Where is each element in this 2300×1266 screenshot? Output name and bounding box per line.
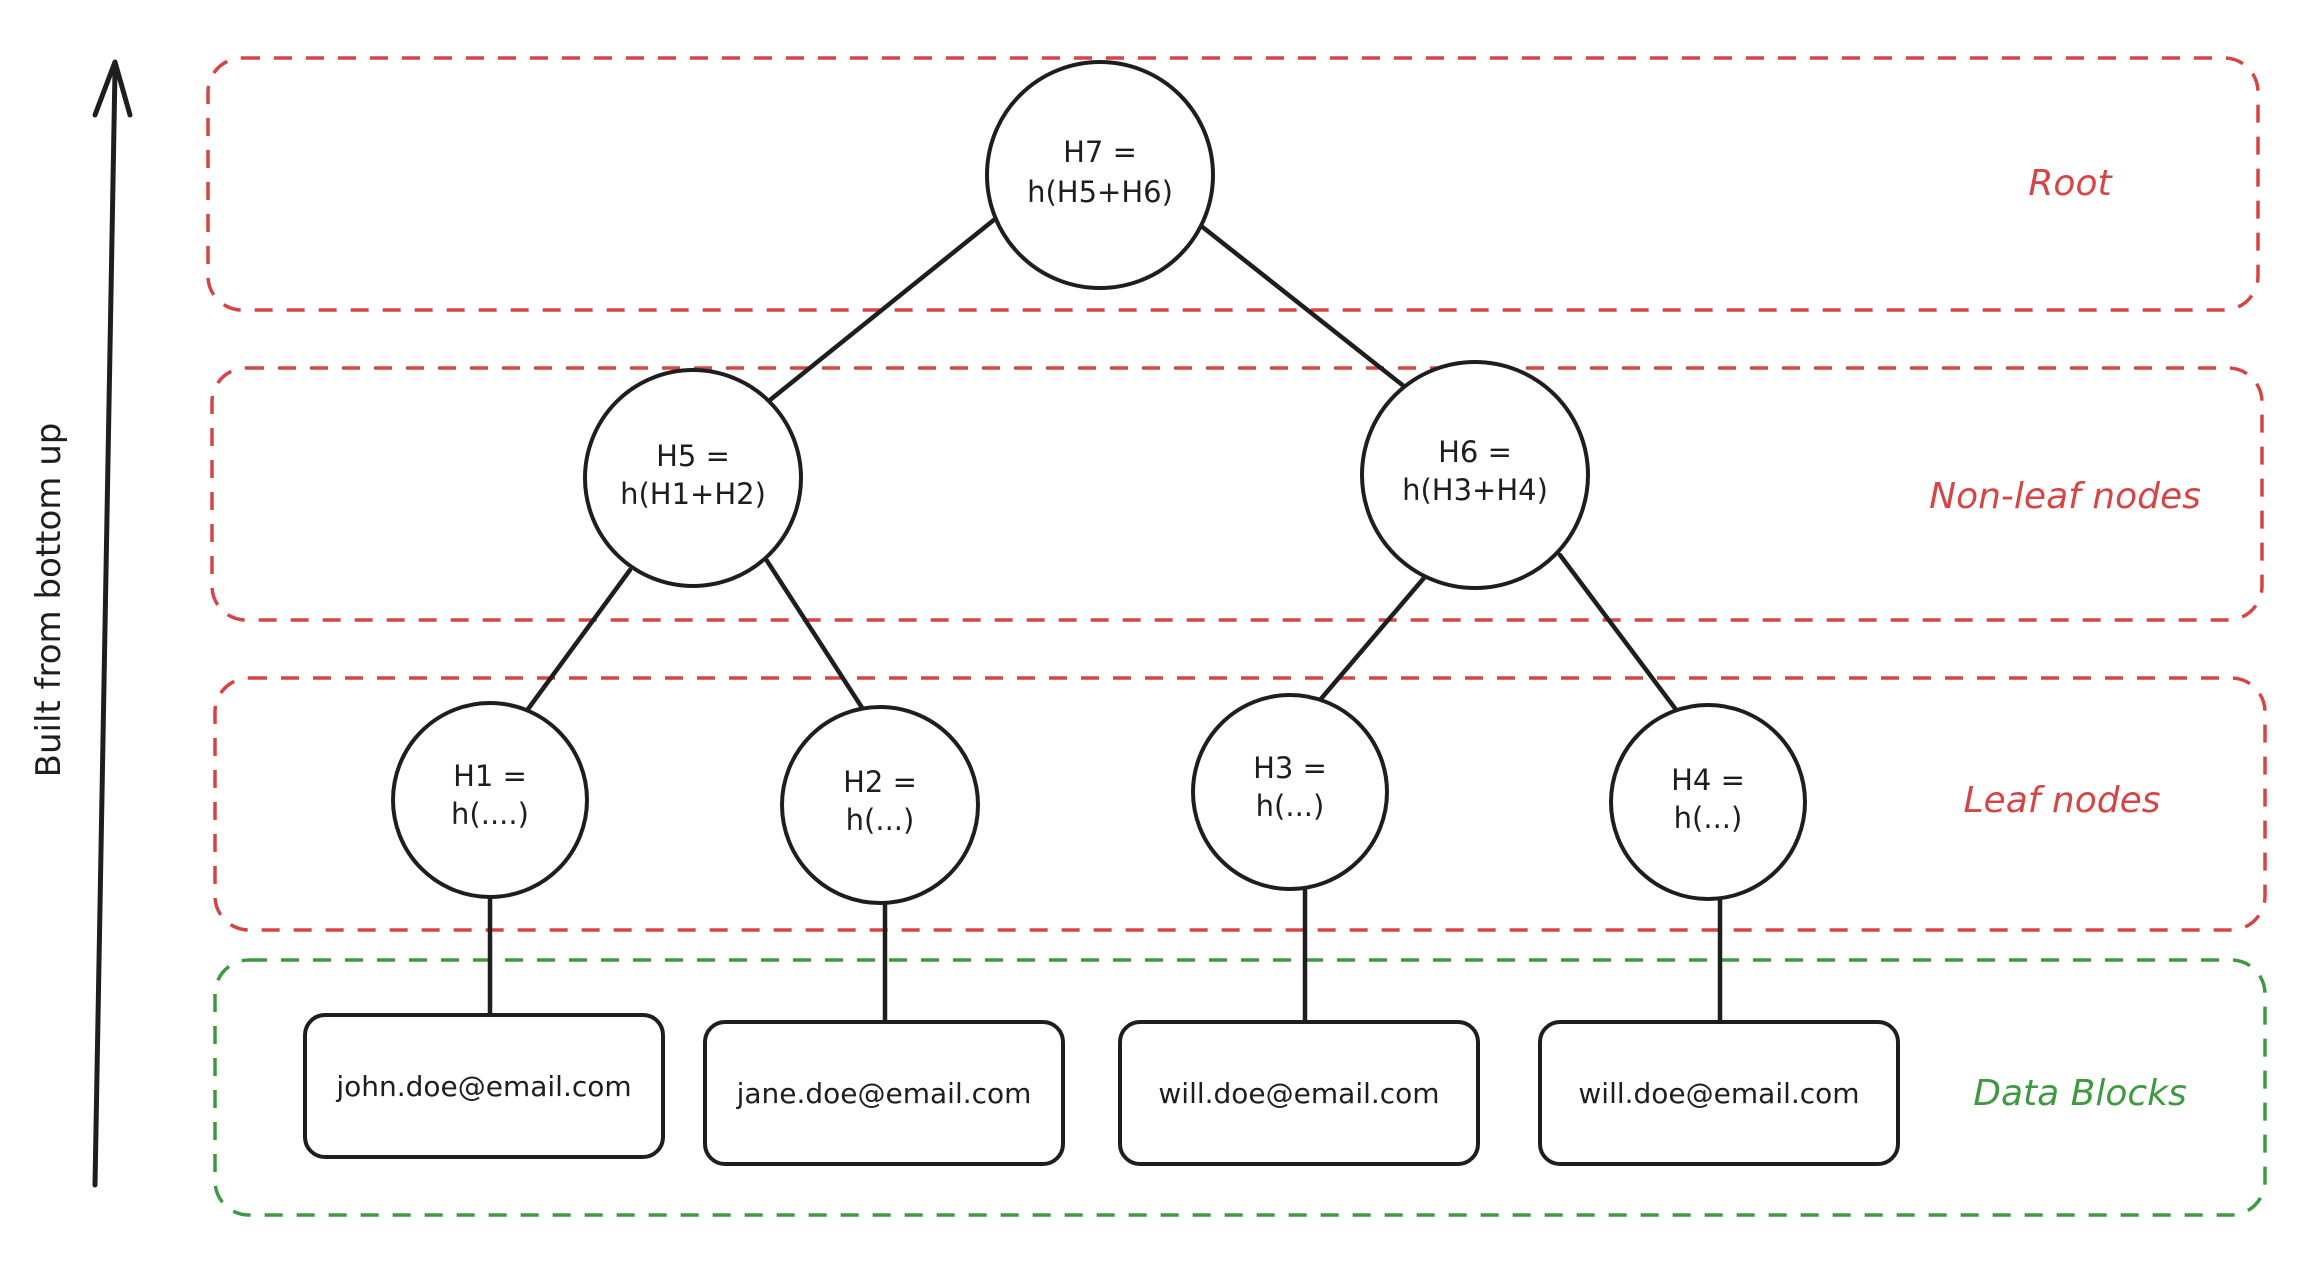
- node-h1-line2: h(....): [451, 797, 529, 831]
- node-h6-line1: H6 =: [1438, 435, 1512, 469]
- level-label-non-leaf: Non-leaf nodes: [1929, 476, 2201, 517]
- node-h7-line2: h(H5+H6): [1027, 175, 1173, 209]
- data-block-4-text: will.doe@email.com: [1578, 1077, 1859, 1110]
- node-h2: H2 = h(...): [780, 705, 980, 905]
- node-h1: H1 = h(....): [391, 701, 589, 899]
- edge-h6-h3: [1317, 562, 1438, 703]
- node-h5: H5 = h(H1+H2): [583, 368, 803, 588]
- data-band: [213, 958, 2267, 1217]
- edge-h5-h1: [517, 567, 633, 723]
- node-h5-line2: h(H1+H2): [620, 477, 766, 511]
- node-h5-line1: H5 =: [656, 439, 730, 473]
- data-block-1: john.doe@email.com: [303, 1013, 665, 1159]
- edge-h7-h6: [1197, 222, 1418, 398]
- data-block-2: jane.doe@email.com: [703, 1020, 1065, 1166]
- node-h3-line1: H3 =: [1253, 751, 1327, 785]
- level-label-data: Data Blocks: [1973, 1073, 2187, 1114]
- node-h4: H4 = h(...): [1609, 703, 1807, 901]
- build-direction-arrow: [92, 59, 133, 1188]
- data-block-4: will.doe@email.com: [1538, 1020, 1900, 1166]
- node-h6: H6 = h(H3+H4): [1360, 360, 1590, 590]
- data-block-2-text: jane.doe@email.com: [736, 1077, 1032, 1110]
- data-block-3: will.doe@email.com: [1118, 1020, 1480, 1166]
- node-h2-line2: h(...): [846, 803, 915, 837]
- node-h4-line1: H4 =: [1671, 763, 1745, 797]
- root-band: [206, 56, 2260, 312]
- level-label-root: Root: [2028, 163, 2113, 204]
- data-block-1-text: john.doe@email.com: [335, 1070, 631, 1103]
- leaf-band: [213, 676, 2267, 932]
- axis-label: Built from bottom up: [29, 423, 69, 778]
- edge-h5-h2: [757, 547, 873, 723]
- node-h7-line1: H7 =: [1063, 135, 1137, 169]
- node-h4-line2: h(...): [1674, 801, 1743, 835]
- node-h3: H3 = h(...): [1191, 693, 1389, 891]
- level-label-leaf: Leaf nodes: [1964, 780, 2161, 821]
- tree-edges: [487, 212, 1723, 1028]
- node-h3-line2: h(...): [1256, 789, 1325, 823]
- edge-h6-h4: [1557, 552, 1683, 718]
- node-h6-line2: h(H3+H4): [1402, 473, 1548, 507]
- edge-h7-h5: [767, 212, 1003, 403]
- non-leaf-band: [210, 366, 2264, 622]
- node-h7: H7 = h(H5+H6): [985, 60, 1215, 290]
- node-h1-line1: H1 =: [453, 759, 527, 793]
- node-h2-line1: H2 =: [843, 765, 917, 799]
- data-block-3-text: will.doe@email.com: [1158, 1077, 1439, 1110]
